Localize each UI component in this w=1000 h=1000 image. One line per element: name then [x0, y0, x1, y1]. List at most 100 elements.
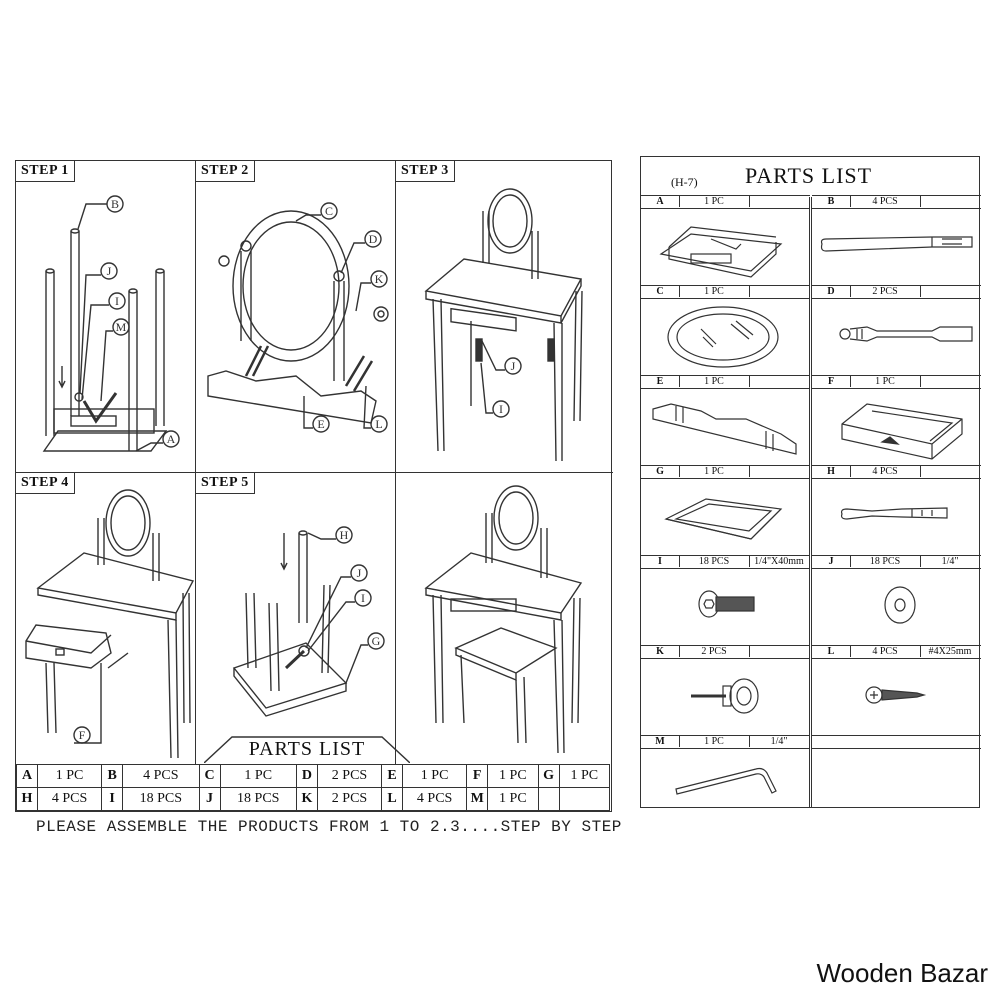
- part-qty: 1 PC: [679, 286, 750, 297]
- svg-text:J: J: [357, 566, 362, 580]
- part-letter: M: [466, 787, 489, 811]
- oval-mirror-icon: [667, 306, 779, 368]
- screw-icon: [865, 686, 927, 704]
- part-qty: 2 PCS: [679, 646, 750, 657]
- step-1-panel: B J I M A STEP 1: [16, 161, 196, 473]
- part-qty: 18 PCS: [122, 787, 200, 811]
- step-2-illustration: C D K E L: [207, 202, 389, 433]
- washer-icon: [884, 586, 916, 624]
- part-letter: B: [812, 196, 851, 207]
- svg-text:I: I: [361, 591, 365, 605]
- step-5-panel: H J I G STEP 5: [196, 473, 396, 764]
- part-qty: 4 PCS: [402, 787, 468, 811]
- part-qty: [558, 787, 611, 811]
- part-letter: H: [812, 466, 851, 477]
- parts-quantity-table: A 1 PC B 4 PCS C 1 PC D 2 PCS E 1 PC F 1…: [16, 764, 611, 811]
- table-row: H 4 PCS I 18 PCS J 18 PCS K 2 PCS L 4 PC…: [16, 787, 611, 811]
- bolt-icon: [698, 590, 755, 618]
- part-letter: F: [812, 376, 851, 387]
- table-row: A 1 PC B 4 PCS C 1 PC D 2 PCS E 1 PC F 1…: [16, 764, 611, 788]
- part-spec: #4X25mm: [928, 646, 972, 657]
- drawer-icon: [841, 403, 963, 460]
- step-3-panel: J I STEP 3: [396, 161, 613, 473]
- part-letter: C: [198, 764, 221, 788]
- watermark-brand: Wooden Bazar: [816, 958, 988, 988]
- svg-text:B: B: [111, 197, 119, 211]
- table-leg-icon: [820, 236, 973, 252]
- banner-shape-icon: [204, 736, 410, 763]
- step-4-illustration: F: [25, 489, 195, 759]
- stool-frame-icon: [664, 498, 783, 540]
- part-qty: 1 PC: [679, 736, 750, 747]
- part-qty: 18 PCS: [850, 556, 921, 567]
- part-letter: B: [101, 764, 124, 788]
- part-qty: 4 PCS: [36, 787, 103, 811]
- svg-text:I: I: [115, 294, 119, 308]
- part-qty: 1 PC: [487, 787, 539, 811]
- part-qty: 18 PCS: [219, 787, 297, 811]
- part-letter: I: [101, 787, 124, 811]
- part-qty: 1 PC: [679, 376, 750, 387]
- part-letter: L: [812, 646, 851, 657]
- part-qty: 1 PC: [402, 764, 468, 788]
- parts-list-title: PARTS LIST: [248, 738, 366, 760]
- final-assembly-illustration: [424, 485, 583, 754]
- svg-text:E: E: [317, 417, 324, 431]
- part-card-empty: [812, 735, 981, 807]
- part-letter: G: [641, 466, 680, 477]
- part-letter: E: [641, 376, 680, 387]
- part-letter: H: [16, 787, 38, 811]
- step-3-illustration: J I: [424, 188, 583, 462]
- part-qty: 4 PCS: [850, 646, 921, 657]
- part-qty: 1 PC: [487, 764, 539, 788]
- model-code: (H-7): [671, 175, 698, 189]
- svg-text:J: J: [107, 264, 112, 278]
- part-qty: 1 PC: [679, 196, 750, 207]
- step-3-label: STEP 3: [396, 161, 455, 182]
- table-frame-icon: [659, 226, 783, 278]
- column-divider: [809, 197, 812, 807]
- step-5-illustration: H J I G: [232, 526, 385, 717]
- part-qty: 2 PCS: [316, 764, 383, 788]
- svg-text:C: C: [325, 204, 333, 218]
- part-letter: A: [641, 196, 680, 207]
- part-qty: 4 PCS: [850, 466, 921, 477]
- mirror-post-icon: [839, 326, 973, 342]
- part-qty: 18 PCS: [679, 556, 750, 567]
- part-letter: D: [295, 764, 318, 788]
- part-letter: F: [466, 764, 489, 788]
- final-assembly-panel: [396, 473, 613, 764]
- part-letter: [537, 787, 560, 811]
- parts-list-heading: PARTS LIST: [745, 163, 873, 188]
- part-qty: 1 PC: [850, 376, 921, 387]
- part-qty: 1 PC: [36, 764, 103, 788]
- part-letter: K: [295, 787, 318, 811]
- svg-text:I: I: [499, 402, 503, 416]
- part-letter: A: [16, 764, 38, 788]
- svg-text:M: M: [116, 320, 127, 334]
- step-1-illustration: B J I M A: [42, 195, 180, 452]
- svg-text:D: D: [369, 232, 378, 246]
- part-qty: 2 PCS: [316, 787, 383, 811]
- stool-leg-icon: [840, 507, 948, 520]
- part-qty: 4 PCS: [122, 764, 200, 788]
- step-5-label: STEP 5: [196, 473, 255, 494]
- part-spec: 1/4": [941, 556, 959, 567]
- part-letter: I: [641, 556, 680, 567]
- svg-text:G: G: [372, 634, 381, 648]
- part-letter: K: [641, 646, 680, 657]
- svg-text:K: K: [375, 272, 384, 286]
- knob-icon: [691, 678, 759, 714]
